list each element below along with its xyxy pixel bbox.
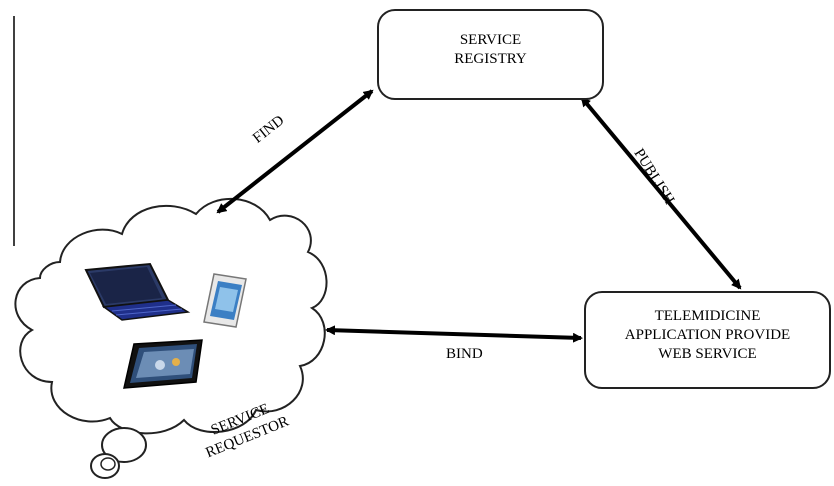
publish-arrow	[580, 96, 742, 290]
large-tablet-device	[123, 339, 203, 389]
telemedicine-provider-box: TELEMIDICINE APPLICATION PROVIDE WEB SER…	[584, 291, 831, 389]
small-tablet-device	[203, 273, 247, 328]
bind-arrow	[325, 325, 583, 343]
service-registry-box: SERVICE REGISTRY	[377, 9, 604, 100]
requestor-cloud	[14, 197, 328, 435]
cloud-bubble-large	[101, 427, 147, 463]
find-arrow	[216, 89, 374, 214]
telemedicine-provider-label: TELEMIDICINE APPLICATION PROVIDE WEB SER…	[624, 307, 791, 362]
cloud-bubble-small	[90, 453, 120, 479]
bind-edge-label: BIND	[446, 346, 483, 362]
service-registry-label: SERVICE REGISTRY	[454, 31, 527, 67]
laptop-tablet-device	[84, 262, 191, 321]
cloud-bubble-inner	[100, 457, 116, 471]
